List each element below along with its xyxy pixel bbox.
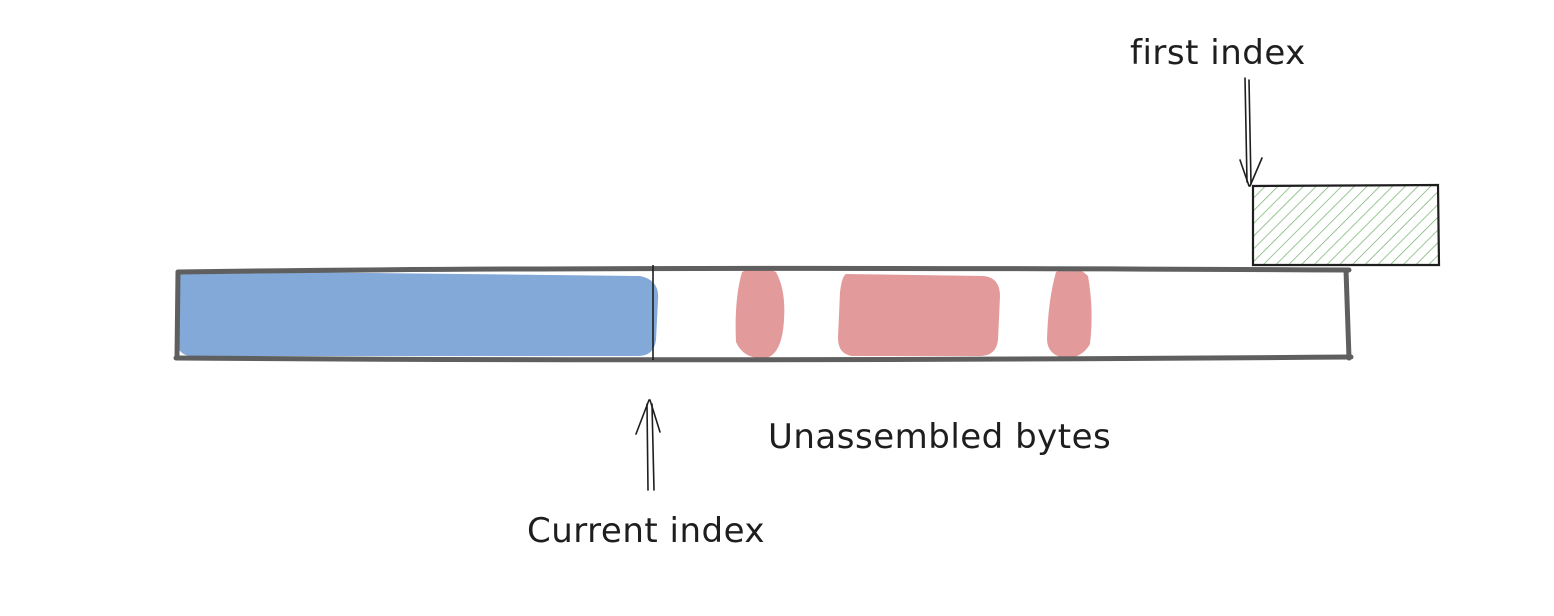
unassembled-bytes-label: Unassembled bytes (768, 417, 1112, 457)
assembled-bytes-region (176, 270, 659, 356)
incoming-segment-outline (1251, 183, 1441, 267)
current-index-label: Current index (527, 511, 766, 551)
buffer-outline (173, 265, 1354, 363)
unassembled-chunk-2 (838, 274, 1000, 356)
unassembled-chunk-3 (1047, 267, 1092, 358)
incoming-segment (1253, 186, 1438, 265)
unassembled-chunk-1 (735, 268, 785, 359)
first-index-arrow (1239, 77, 1263, 187)
current-index-arrow (635, 399, 661, 491)
first-index-label: first index (1130, 33, 1306, 73)
